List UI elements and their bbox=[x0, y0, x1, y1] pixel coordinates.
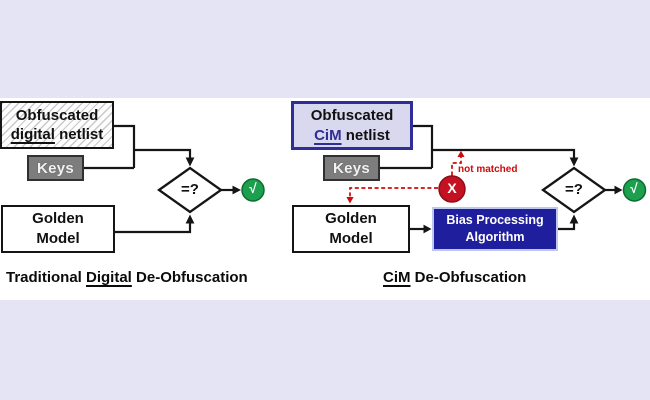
not-matched-retry-line bbox=[451, 156, 462, 176]
left-comparator-diamond bbox=[157, 166, 223, 214]
left-keys-label: Keys bbox=[36, 159, 75, 177]
right-keys-box: Keys bbox=[323, 155, 380, 181]
left-check-circle-icon bbox=[241, 178, 265, 202]
left-caption: Traditional Digital De-Obfuscation bbox=[6, 269, 248, 286]
right-check-label: √ bbox=[630, 181, 638, 196]
left-golden-line1: Golden bbox=[32, 209, 84, 227]
bias-box-line2: Algorithm bbox=[465, 230, 525, 244]
cim-netlist-line1: Obfuscated bbox=[310, 107, 394, 124]
left-golden-line bbox=[115, 223, 192, 234]
left-golden-model-box: Golden Model bbox=[1, 205, 115, 253]
x-mark-label: X bbox=[447, 180, 457, 196]
left-keys-box: Keys bbox=[27, 155, 84, 181]
top-background-band bbox=[0, 0, 650, 98]
obfuscated-digital-netlist-box: Obfuscated digital netlist bbox=[0, 101, 114, 149]
left-arrowhead-right-icon bbox=[232, 185, 241, 195]
obfuscated-netlist-line2: digital netlist bbox=[10, 126, 104, 143]
right-arrowhead-right-icon bbox=[614, 185, 623, 195]
right-comparator-label: =? bbox=[565, 181, 583, 198]
not-matched-label: not matched bbox=[458, 164, 518, 175]
bias-processing-algorithm-box: Bias Processing Algorithm bbox=[434, 209, 556, 249]
right-keys-label: Keys bbox=[332, 159, 371, 177]
left-golden-line2: Model bbox=[36, 230, 80, 247]
bias-box-line1: Bias Processing bbox=[446, 213, 544, 228]
right-main-line bbox=[432, 148, 576, 158]
right-golden-model-box: Golden Model bbox=[292, 205, 410, 253]
left-arrowhead-down-icon bbox=[185, 157, 195, 167]
right-netlist-connector-line bbox=[413, 124, 434, 168]
left-arrowhead-up-icon bbox=[185, 214, 195, 224]
obfuscated-netlist-line1: Obfuscated bbox=[15, 106, 99, 124]
bottom-background-band bbox=[0, 300, 650, 400]
left-main-line bbox=[134, 148, 192, 158]
x-circle-icon bbox=[438, 175, 466, 203]
right-arrowhead-up-icon bbox=[569, 214, 579, 224]
left-check-label: √ bbox=[249, 181, 257, 196]
feedback-arrowhead-up-icon bbox=[457, 150, 465, 157]
right-golden-line2: Model bbox=[329, 230, 373, 247]
bias-arrowhead-right-icon bbox=[423, 224, 432, 234]
feedback-arrowhead-down-icon bbox=[346, 197, 354, 204]
right-arrowhead-down-icon bbox=[569, 157, 579, 167]
right-check-circle-icon bbox=[622, 178, 647, 202]
left-netlist-connector-line bbox=[113, 124, 136, 168]
left-comparator-label: =? bbox=[181, 181, 199, 198]
right-caption: CiM De-Obfuscation bbox=[383, 269, 527, 286]
right-golden-line1: Golden bbox=[325, 209, 377, 227]
cim-netlist-line2: CiM netlist bbox=[314, 126, 390, 144]
not-matched-feedback-line bbox=[349, 187, 438, 198]
right-comparator-diamond bbox=[541, 166, 607, 214]
bias-to-comparator-line bbox=[556, 223, 576, 231]
obfuscated-cim-netlist-box: Obfuscated CiM netlist bbox=[291, 101, 413, 150]
